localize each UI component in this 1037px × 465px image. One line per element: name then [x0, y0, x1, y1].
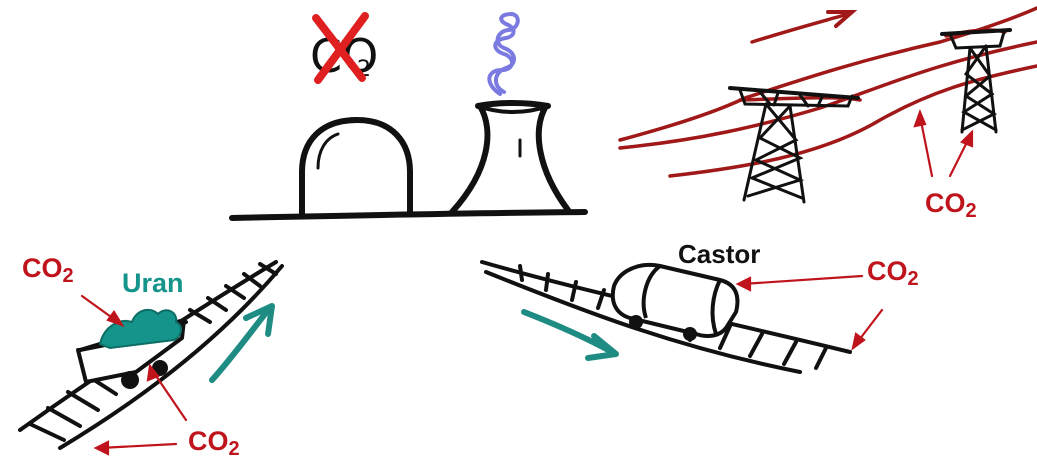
pylon-right-icon [942, 30, 1010, 132]
co2-label-pylons: CO2 [925, 190, 977, 221]
castor-label: Castor [678, 241, 760, 267]
upward-arrow-icon [212, 306, 272, 380]
downward-arrow-icon [524, 312, 616, 358]
pylon-left-icon [730, 88, 858, 202]
crossed-out-co2-icon: CO 2 [310, 16, 378, 83]
co2-label-castor: CO2 [867, 258, 919, 289]
steam-swirl-icon [489, 14, 517, 94]
co2-label-track-left: CO2 [188, 428, 240, 459]
dome-highlight [318, 134, 338, 168]
cooling-tower-icon [452, 103, 568, 212]
co2-label-uran-cart: CO2 [22, 255, 74, 286]
uran-label: Uran [122, 270, 184, 297]
nuclear-plant [232, 103, 585, 218]
